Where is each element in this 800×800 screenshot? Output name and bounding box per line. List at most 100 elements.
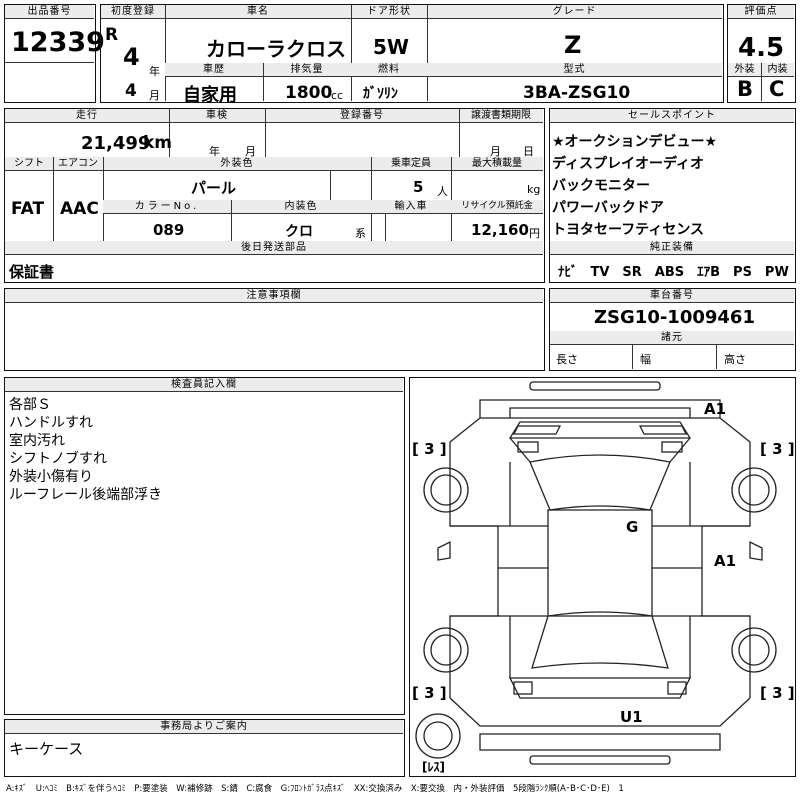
- era: R: [105, 25, 119, 45]
- history: 自家用: [183, 85, 237, 106]
- sales-point-1: ★オークションデビュー★: [552, 134, 718, 150]
- legend: A:ｷｽﾞ U:ﾍｺﾐ B:ｷｽﾞを伴うﾍｺﾐ P:要塗装 W:補修跡 S:錆 …: [6, 784, 624, 794]
- maxload-unit: kg: [527, 183, 541, 196]
- maxload-label: 最大積載量: [451, 157, 543, 171]
- door-label: ドア形状: [351, 5, 427, 19]
- sales-point-2: ディスプレイオーディオ: [552, 156, 705, 172]
- interior-score: C: [769, 77, 785, 101]
- damage-mark-front: A1: [704, 400, 727, 418]
- fuel: ｶﾞｿﾘﾝ: [363, 86, 398, 102]
- lot-number-box: 出品番号 12339: [4, 4, 105, 103]
- lot-number: 12339: [11, 27, 105, 58]
- year-unit: 年: [149, 65, 160, 78]
- transfer-month-unit: 月: [490, 145, 501, 158]
- color-no: 089: [153, 221, 185, 239]
- detail-box: 走行 車検 登録番号 譲渡書類期限 21,499 km 年 月 月 日 シフト …: [4, 108, 545, 283]
- sales-point-5: トヨタセーフティセンス: [552, 222, 705, 238]
- damage-mark-rear: U1: [620, 708, 643, 726]
- reg-no-label: 登録番号: [265, 109, 459, 123]
- sales-box: セールスポイント ★オークションデビュー★ ディスプレイオーディオ バックモニタ…: [549, 108, 796, 283]
- shift-label: シフト: [5, 157, 53, 171]
- displacement-unit: cc: [331, 89, 344, 102]
- import-label: 輸入車: [371, 200, 451, 214]
- history-label: 車歴: [165, 63, 263, 77]
- int-color-label: 内装色: [231, 200, 371, 214]
- first-reg-month: 4: [125, 81, 137, 101]
- sales-point-3: バックモニター: [552, 178, 650, 194]
- tire-rear-left-score: [ 3 ]: [412, 684, 447, 702]
- inspection-month-unit: 月: [245, 145, 256, 158]
- mileage-unit: km: [143, 133, 173, 153]
- car-name-label: 車名: [165, 5, 351, 19]
- ext-color-label: 外装色: [103, 157, 371, 171]
- grade: Z: [564, 31, 582, 59]
- chassis-label: 車台番号: [550, 289, 794, 303]
- ac-label: エアコン: [53, 157, 103, 171]
- shift: FAT: [11, 199, 45, 219]
- chassis-box: 車台番号 ZSG10-1009461 諸元 長さ 幅 高さ: [549, 288, 796, 371]
- score: 4.5: [738, 33, 785, 63]
- ac: AAC: [60, 199, 99, 219]
- mileage-label: 走行: [5, 109, 169, 123]
- vehicle-info-box: 初度登録 車名 ドア形状 グレード R 4 年 4 月 カローラクロス 5W Z…: [100, 4, 724, 106]
- recycle-label: リサイクル預託金: [451, 200, 543, 214]
- car-diagram-box: [ 3 ] [ 3 ] [ 3 ] [ 3 ] A1 G A1 U1 [ﾚｽ]: [409, 377, 796, 777]
- tire-front-right-score: [ 3 ]: [760, 440, 795, 458]
- first-reg-label: 初度登録: [101, 5, 165, 19]
- notes-box: 注意事項欄: [4, 288, 545, 371]
- tire-rear-right-score: [ 3 ]: [760, 684, 795, 702]
- inspector-box: 検査員記入欄 各部Ｓ ハンドルすれ 室内汚れ シフトノブすれ 外装小傷有り ルー…: [4, 377, 405, 715]
- height-label: 高さ: [724, 353, 746, 366]
- color-no-label: カラーNo.: [103, 200, 231, 214]
- sales-point-4: パワーバックドア: [552, 200, 664, 216]
- grade-label: グレード: [427, 5, 722, 19]
- office-text: キーケース: [9, 740, 84, 758]
- car-diagram: [415, 381, 777, 765]
- later-parts-label: 後日発送部品: [5, 241, 543, 255]
- recycle: 12,160: [471, 221, 529, 239]
- equip-label: 純正装備: [550, 241, 794, 255]
- equip: ﾅﾋﾞ TV SR ABS ｴｱB PS PW: [558, 265, 789, 280]
- mileage: 21,499: [81, 133, 151, 154]
- capacity-unit: 人: [437, 185, 448, 198]
- sales-label: セールスポイント: [550, 109, 794, 123]
- width-label: 幅: [640, 353, 651, 366]
- inspection-label: 車検: [169, 109, 265, 123]
- score-label: 評価点: [728, 5, 794, 19]
- capacity: 5: [413, 178, 424, 196]
- displacement-label: 排気量: [263, 63, 351, 77]
- interior-label: 内装: [761, 63, 794, 77]
- damage-mark-side: A1: [714, 552, 737, 570]
- tire-front-left-score: [ 3 ]: [412, 440, 447, 458]
- first-reg-year: 4: [123, 43, 140, 71]
- inspector-label: 検査員記入欄: [5, 378, 403, 392]
- displacement: 1800: [285, 83, 333, 103]
- spare-tire-label: [ﾚｽ]: [422, 760, 445, 774]
- lot-number-label: 出品番号: [5, 5, 94, 19]
- inspector-notes: 各部Ｓ ハンドルすれ 室内汚れ シフトノブすれ 外装小傷有り ルーフレール後端部…: [9, 397, 163, 503]
- chassis-number: ZSG10-1009461: [594, 307, 755, 328]
- exterior-score: B: [737, 77, 754, 101]
- office-label: 事務局よりご案内: [5, 720, 403, 734]
- spec-label: 諸元: [550, 331, 794, 345]
- door-type: 5W: [373, 35, 409, 59]
- capacity-label: 乗車定員: [371, 157, 451, 171]
- later-parts: 保証書: [9, 263, 55, 281]
- office-box: 事務局よりご案内 キーケース: [4, 719, 405, 777]
- int-color-unit: 系: [355, 227, 366, 240]
- exterior-label: 外装: [728, 63, 761, 77]
- model: 3BA-ZSG10: [523, 83, 631, 103]
- length-label: 長さ: [556, 353, 578, 366]
- damage-mark-windshield: G: [626, 518, 639, 536]
- score-box: 評価点 4.5 外装 内装 B C: [727, 4, 796, 103]
- transfer-label: 譲渡書類期限: [459, 109, 543, 123]
- int-color: クロ: [285, 224, 313, 240]
- transfer-day-unit: 日: [523, 145, 534, 158]
- recycle-unit: 円: [529, 227, 540, 240]
- car-name: カローラクロス: [206, 37, 346, 61]
- month-unit: 月: [149, 89, 160, 102]
- model-label: 型式: [427, 63, 722, 77]
- ext-color: パール: [191, 179, 237, 197]
- notes-label: 注意事項欄: [5, 289, 543, 303]
- inspection-year-unit: 年: [209, 145, 220, 158]
